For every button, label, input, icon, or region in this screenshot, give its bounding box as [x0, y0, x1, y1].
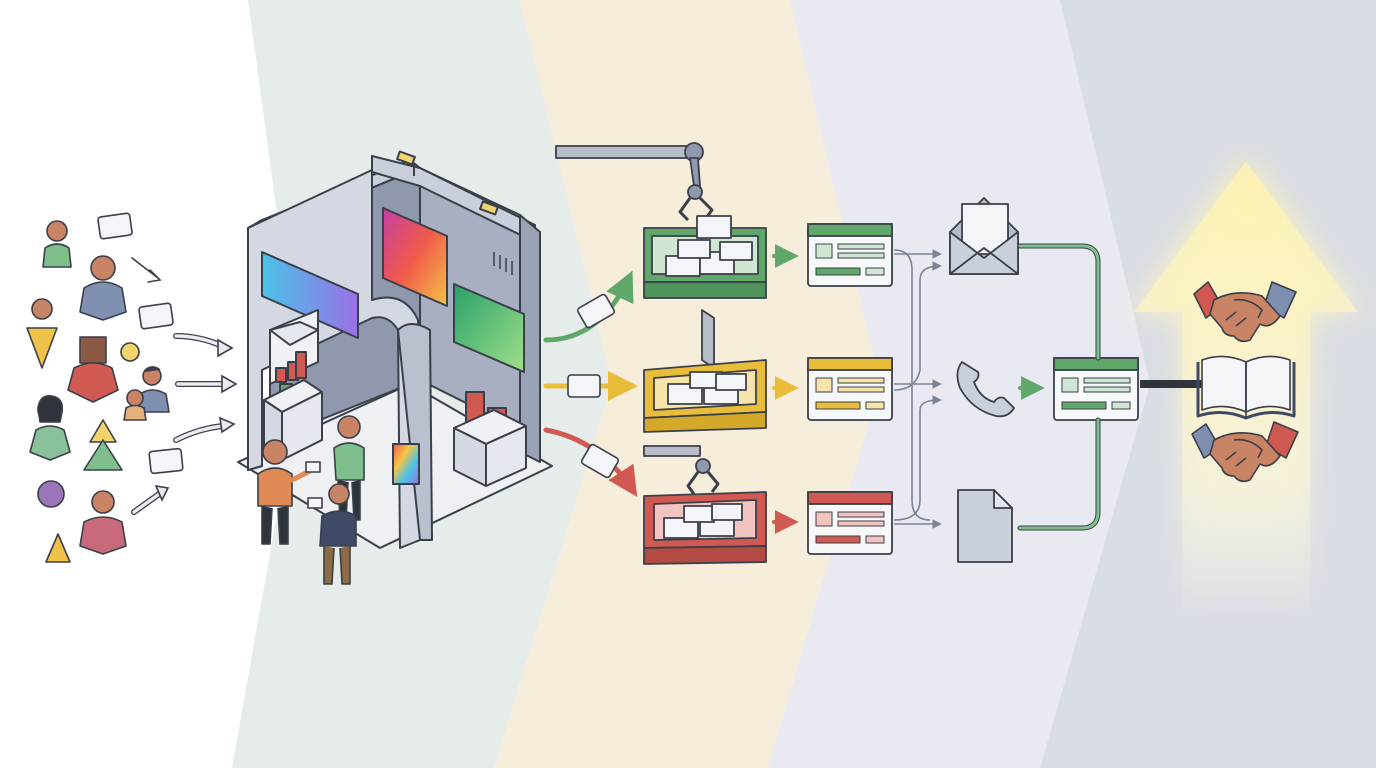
- envelope-icon: [949, 197, 1019, 275]
- visitor-person: [42, 220, 72, 268]
- booth-screen: [453, 283, 525, 373]
- lead-form-warm-leads: [807, 357, 893, 421]
- lead-card: [138, 302, 174, 330]
- booth-staff: [257, 415, 365, 585]
- sorting-stage: [555, 142, 767, 565]
- open-book-icon: [1196, 355, 1296, 420]
- handshake-icon: [1193, 281, 1297, 343]
- document-icon: [957, 489, 1013, 563]
- visitor-person: [67, 336, 119, 403]
- robotic-arm: [555, 145, 691, 159]
- followup-channels: [949, 197, 1019, 563]
- decorative-triangle: [83, 439, 123, 471]
- lead-card: [148, 447, 184, 475]
- routing-lines: [893, 249, 942, 529]
- visitor-person: [257, 439, 321, 545]
- lead-card: [97, 212, 133, 240]
- phone-icon: [956, 361, 1015, 418]
- decorative-dot: [37, 480, 65, 508]
- lead-form-hot-leads: [807, 223, 893, 287]
- sort-arrows: [543, 270, 638, 498]
- merge-lines: [1017, 243, 1101, 531]
- partnership-outcomes: [1191, 281, 1299, 483]
- visitor-person: [26, 298, 58, 369]
- handshake-icon: [1191, 421, 1299, 483]
- booth-screen: [382, 207, 448, 307]
- visitor-person: [79, 255, 127, 321]
- decorative-dot: [120, 342, 140, 362]
- flow-arrow: [131, 257, 162, 283]
- visitor-person: [79, 490, 127, 555]
- booth-banner: [261, 251, 359, 339]
- lead-form-unified: [1053, 357, 1139, 421]
- exhibition-booth: [237, 150, 553, 549]
- lead-forms: [807, 223, 1139, 555]
- crowd-arrows: [131, 257, 238, 515]
- visitor-person: [29, 394, 71, 461]
- decorative-triangle: [45, 533, 71, 563]
- visitor-person: [307, 483, 357, 585]
- lead-form-cold-leads: [807, 491, 893, 555]
- tray-to-form-arrows: [772, 244, 799, 534]
- visitor-person: [123, 389, 147, 421]
- visitor-crowd: [26, 212, 184, 563]
- booth-poster: [392, 443, 420, 485]
- visitor-person: [137, 366, 170, 413]
